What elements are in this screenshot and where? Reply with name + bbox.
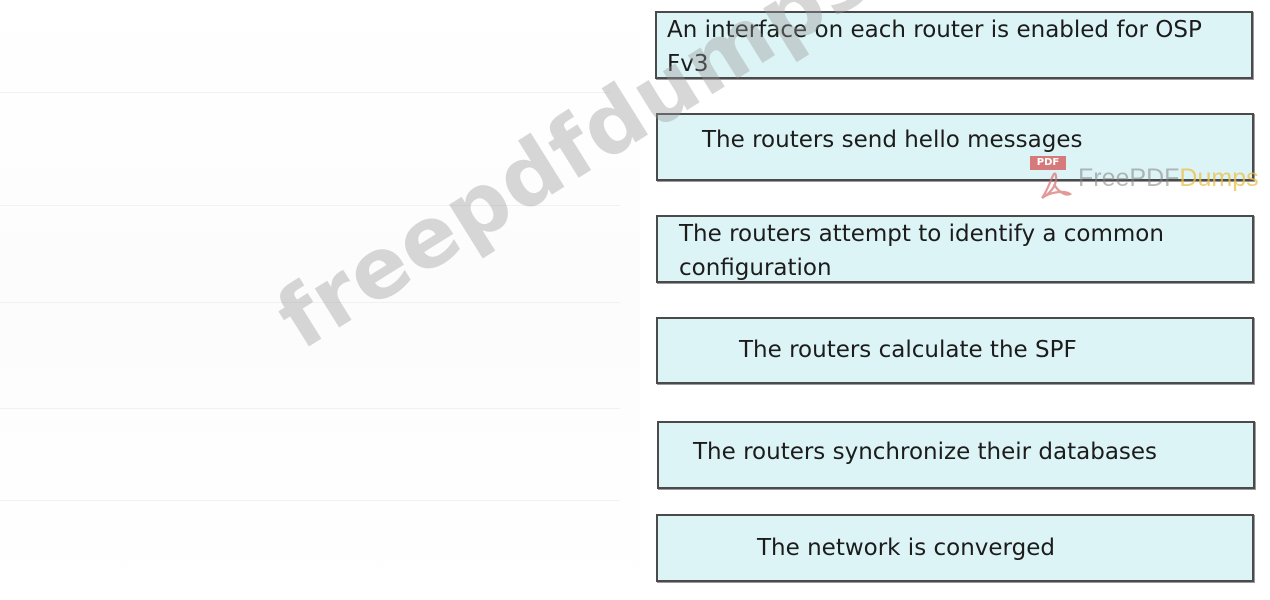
step-option-identify-common-config[interactable]: The routers attempt to identify a common… bbox=[656, 215, 1254, 283]
logo-text-dumps: Dumps bbox=[1179, 163, 1259, 192]
step-label-line: Fv3 bbox=[667, 51, 709, 77]
step-option-enable-ospfv3[interactable]: An interface on each router is enabled f… bbox=[655, 11, 1253, 79]
empty-answer-area bbox=[0, 0, 640, 600]
step-option-send-hello[interactable]: The routers send hello messages bbox=[656, 113, 1254, 181]
step-option-synchronize-databases[interactable]: The routers synchronize their databases bbox=[657, 421, 1255, 489]
step-label-line: The routers attempt to identify a common bbox=[679, 221, 1164, 247]
step-option-calculate-spf[interactable]: The routers calculate the SPF bbox=[656, 317, 1254, 384]
faint-divider bbox=[0, 92, 610, 93]
step-label-line: configuration bbox=[679, 255, 832, 281]
step-label-line: The routers send hello messages bbox=[702, 127, 1083, 153]
acrobat-swirl-icon bbox=[1041, 172, 1073, 199]
step-label-line: The routers synchronize their databases bbox=[693, 439, 1158, 465]
faint-divider bbox=[0, 500, 620, 501]
pdf-tag: PDF bbox=[1030, 156, 1066, 170]
step-label-line: The network is converged bbox=[757, 535, 1055, 561]
step-label-line: An interface on each router is enabled f… bbox=[667, 17, 1202, 43]
faint-divider bbox=[0, 408, 620, 409]
step-option-network-converged[interactable]: The network is converged bbox=[656, 514, 1254, 582]
faint-divider bbox=[0, 302, 620, 303]
freepdfdumps-logo: PDF FreePDFDumps bbox=[1030, 156, 1259, 200]
pdf-acrobat-icon: PDF bbox=[1030, 156, 1076, 200]
faint-divider bbox=[0, 205, 620, 206]
step-label-line: The routers calculate the SPF bbox=[739, 337, 1077, 363]
logo-text-free-pdf: FreePDF bbox=[1078, 163, 1180, 192]
